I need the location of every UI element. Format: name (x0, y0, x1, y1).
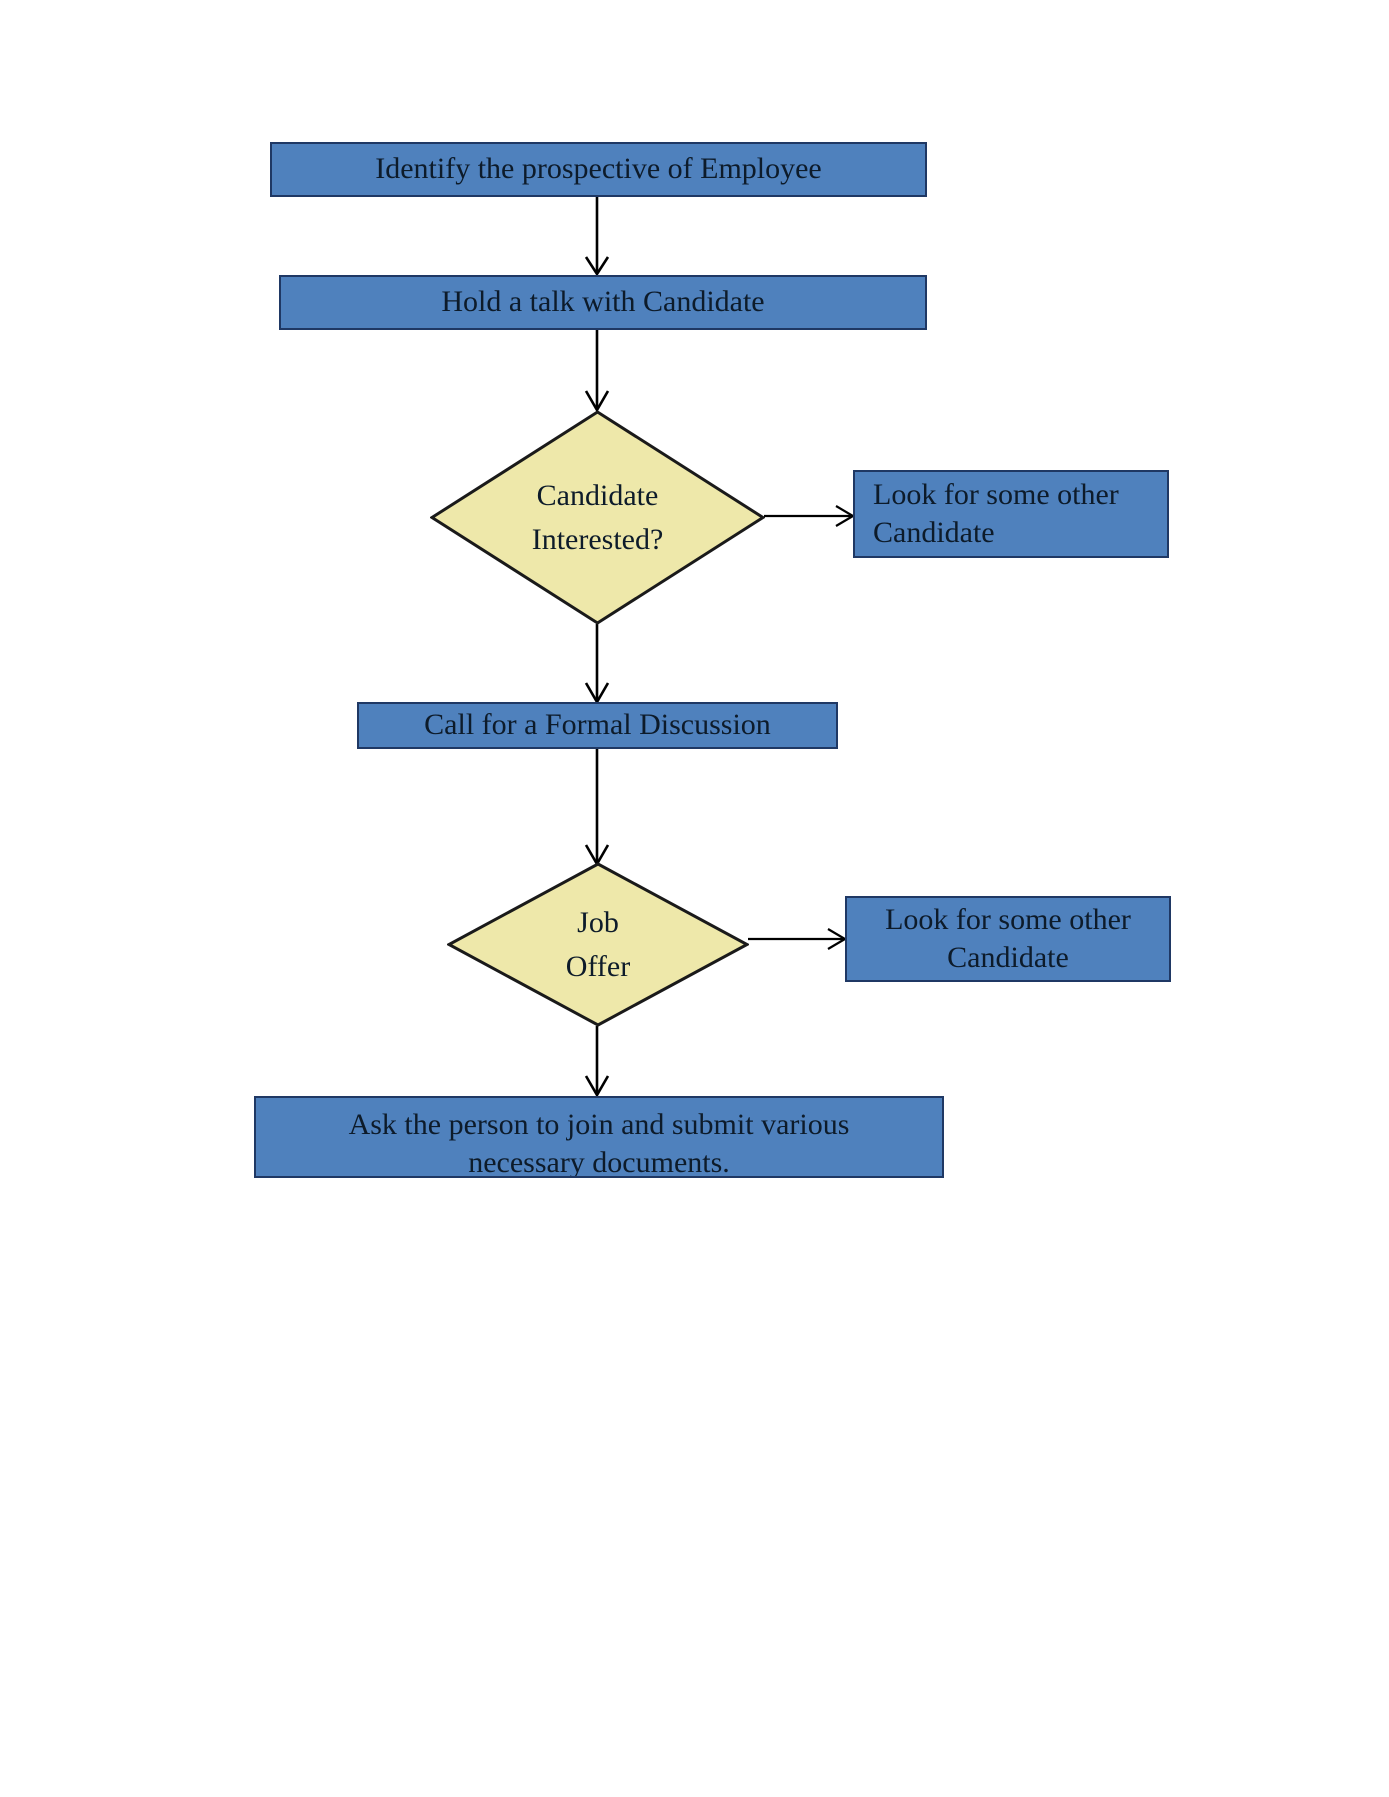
connector-decision2-to-ask-join (584, 1026, 610, 1098)
connector-decision2-to-look-other-2 (748, 928, 848, 950)
node-label-line-1: Look for some other (885, 902, 1131, 936)
decision-job-offer[interactable]: Job Offer (447, 862, 749, 1027)
connector-formal-discussion-to-decision2 (584, 748, 610, 867)
node-label: Look for some other Candidate (873, 476, 1157, 553)
node-label-line-2: Offer (565, 949, 631, 983)
node-label-line-1: Candidate (536, 479, 659, 512)
node-label: Call for a Formal Discussion (424, 708, 771, 742)
connector-decision1-to-look-other-1 (764, 505, 856, 527)
node-label-line-2: Candidate (947, 941, 1069, 974)
node-label-line-2: necessary documents. (468, 1146, 730, 1178)
node-label: Ask the person to join and submit variou… (266, 1106, 932, 1178)
connector-identify-to-hold-talk (584, 196, 610, 277)
node-label: Look for some other Candidate (857, 901, 1159, 978)
node-label-line-1: Ask the person to join and submit variou… (348, 1108, 850, 1141)
process-formal-discussion[interactable]: Call for a Formal Discussion (357, 702, 838, 749)
node-label: Identify the prospective of Employee (375, 152, 822, 186)
connector-decision1-to-formal-discussion (584, 624, 610, 705)
process-ask-to-join[interactable]: Ask the person to join and submit variou… (254, 1096, 944, 1178)
process-identify-prospective[interactable]: Identify the prospective of Employee (270, 142, 927, 197)
process-look-other-candidate-1[interactable]: Look for some other Candidate (853, 470, 1169, 558)
node-label-line-1: Job (577, 906, 619, 939)
diamond-shape-icon (430, 410, 765, 625)
node-label-line-2: Candidate (873, 516, 995, 549)
node-label-line-1: Look for some other (873, 477, 1119, 511)
diamond-shape-icon (447, 862, 749, 1027)
process-look-other-candidate-2[interactable]: Look for some other Candidate (845, 896, 1171, 982)
connector-hold-talk-to-decision1 (584, 330, 610, 413)
decision-candidate-interested[interactable]: Candidate Interested? (430, 410, 765, 625)
node-label: Candidate Interested? (430, 474, 765, 561)
node-label: Hold a talk with Candidate (441, 285, 765, 319)
node-label-line-2: Interested? (531, 522, 664, 556)
node-label: Job Offer (447, 901, 749, 988)
process-hold-talk[interactable]: Hold a talk with Candidate (279, 275, 927, 330)
